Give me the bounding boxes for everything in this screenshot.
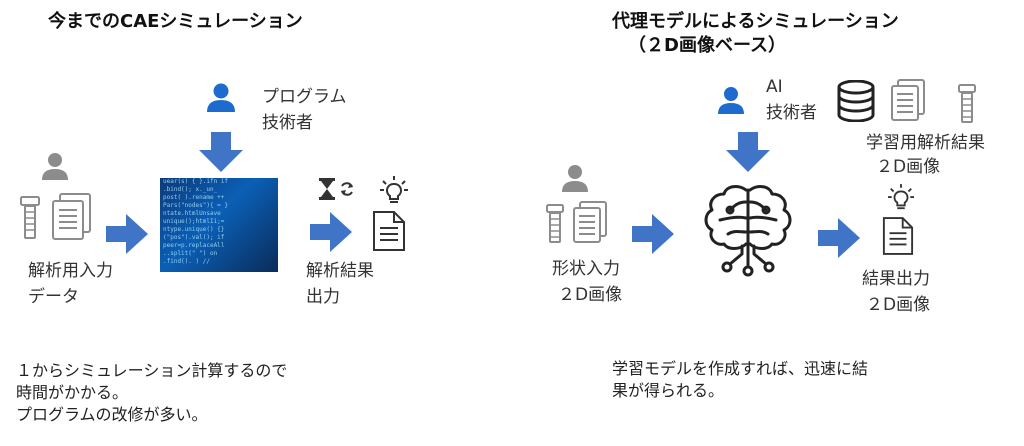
- documents-icon: [48, 192, 94, 244]
- left-note-line3: プログラムの改修が多い。: [16, 405, 208, 424]
- bolt-icon: [546, 204, 564, 244]
- programmer-label-line1: プログラム: [262, 87, 347, 107]
- analysis-output-label-line2: 出力: [306, 287, 340, 307]
- left-note-line2: 時間がかかる。: [16, 383, 129, 402]
- result-output-label-line2: ２D画像: [866, 295, 931, 315]
- result-output-label-line1: 結果出力: [862, 269, 930, 289]
- right-arrow-icon: [310, 212, 352, 252]
- down-arrow-icon: [724, 132, 772, 172]
- left-title: 今までのCAEシミュレーション: [48, 11, 303, 32]
- left-note-line1: １からシミュレーション計算するので: [16, 361, 288, 380]
- lightbulb-icon: [380, 176, 408, 206]
- programmer-label-line2: 技術者: [262, 113, 313, 133]
- brain-network-icon: [698, 182, 798, 278]
- down-arrow-icon: [197, 132, 245, 172]
- training-label-line1: 学習用解析結果: [866, 133, 985, 153]
- shape-input-label-line1: 形状入力: [552, 259, 620, 279]
- user-person-icon: [560, 164, 590, 192]
- right-note-line2: 果が得られる。: [612, 381, 725, 400]
- ai-label-line2: 技術者: [766, 103, 817, 123]
- program-code-image: uear(s) { }.ifn if .bind(); x._un_ post(…: [160, 178, 278, 272]
- ai-engineer-person-icon: [716, 86, 746, 114]
- training-documents-icon: [888, 78, 928, 124]
- hourglass-icon: [318, 178, 336, 200]
- lightbulb-icon: [888, 184, 914, 212]
- bolt-icon: [20, 196, 40, 240]
- analysis-output-label-line1: 解析結果: [306, 261, 374, 281]
- training-label-line2: ２D画像: [876, 157, 941, 177]
- right-arrow-icon: [632, 214, 674, 254]
- right-note-line1: 学習モデルを作成すれば、迅速に結: [612, 359, 869, 378]
- user-person-icon: [40, 152, 70, 180]
- programmer-person-icon: [204, 82, 238, 112]
- bolt-icon: [958, 84, 976, 124]
- database-icon: [836, 80, 876, 122]
- output-document-icon: [882, 216, 914, 256]
- ai-label-line1: AI: [766, 77, 783, 97]
- right-arrow-icon: [106, 214, 148, 254]
- shape-input-label-line2: ２D画像: [558, 285, 623, 305]
- input-data-label-line2: データ: [28, 287, 79, 307]
- right-title: 代理モデルによるシミュレーション: [612, 11, 899, 32]
- right-subtitle: （２D画像ベース）: [628, 35, 787, 56]
- input-data-label-line1: 解析用入力: [28, 261, 113, 281]
- output-document-icon: [372, 210, 406, 252]
- right-arrow-icon: [818, 218, 860, 258]
- refresh-icon: [339, 181, 355, 197]
- documents-icon: [570, 200, 610, 246]
